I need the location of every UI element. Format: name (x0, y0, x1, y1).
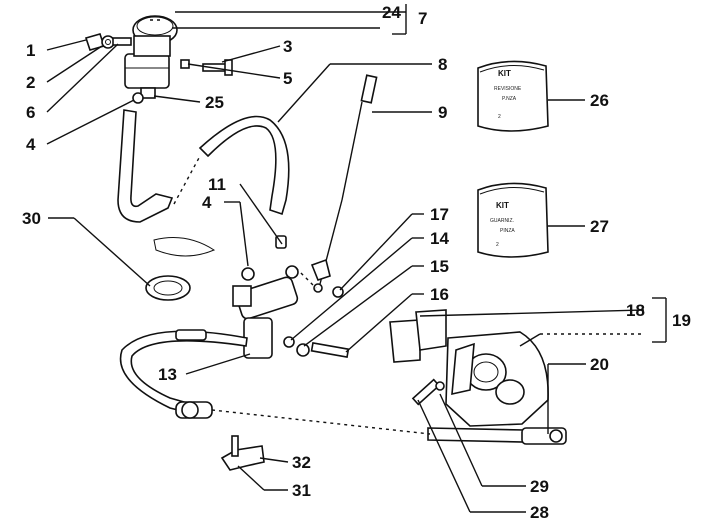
callout-17: 17 (430, 205, 449, 224)
callout-16: 16 (430, 285, 449, 304)
caliper-bolt (411, 378, 445, 406)
callout-24: 24 (382, 3, 401, 22)
callout-7: 7 (418, 9, 427, 28)
callout-14: 14 (430, 229, 449, 248)
callout-4-lower: 4 (202, 193, 212, 212)
mounting-hardware (283, 258, 350, 358)
hose-clip (220, 435, 265, 471)
callout-9: 9 (438, 103, 447, 122)
callout-5: 5 (283, 69, 292, 88)
callout-13: 13 (158, 365, 177, 384)
callout-29: 29 (530, 477, 549, 496)
brake-hose-main (119, 330, 248, 414)
callout-28: 28 (530, 503, 549, 522)
reservoir-hose (117, 109, 174, 223)
kit-overhaul-line2: P.NZA (502, 96, 517, 102)
callout-6: 6 (26, 103, 35, 122)
rigid-brake-pipe (427, 427, 567, 445)
callout-27: 27 (590, 217, 609, 236)
kit-overhaul-title: KIT (498, 69, 511, 78)
callout-20: 20 (590, 355, 609, 374)
kit-seals-line3: 2 (496, 242, 499, 248)
leader-lines (46, 4, 667, 513)
callout-25: 25 (205, 93, 224, 112)
return-hose (198, 115, 290, 216)
brake-pads (389, 309, 447, 363)
kit-overhaul-line1: REVISIONE (494, 86, 522, 92)
kit-seals-line2: PINZA (500, 228, 515, 234)
callout-18: 18 (626, 301, 645, 320)
pushrod (313, 74, 378, 293)
kit-seals-title: KIT (496, 201, 509, 210)
callout-8: 8 (438, 55, 447, 74)
callout-31: 31 (292, 481, 311, 500)
callout-30: 30 (22, 209, 41, 228)
callout-3: 3 (283, 37, 292, 56)
kit-seals-line1: GUARNIZ. (490, 218, 514, 224)
callout-11: 11 (208, 175, 226, 194)
brake-caliper (445, 331, 549, 427)
callout-32: 32 (292, 453, 311, 472)
callout-19: 19 (672, 311, 691, 330)
callout-15: 15 (430, 257, 449, 276)
kit-overhaul-line3: 2 (498, 114, 501, 120)
kit-box-caliper-seals (477, 182, 549, 258)
hose-banjo-fitting (175, 329, 213, 419)
callout-4-upper: 4 (26, 135, 36, 154)
callout-1: 1 (26, 41, 35, 60)
reservoir-bracket (84, 33, 233, 104)
brake-fluid-reservoir (124, 15, 178, 99)
callout-26: 26 (590, 91, 609, 110)
callout-2: 2 (26, 73, 35, 92)
brake-line-coil (145, 237, 216, 301)
kit-box-caliper-overhaul (477, 60, 549, 132)
